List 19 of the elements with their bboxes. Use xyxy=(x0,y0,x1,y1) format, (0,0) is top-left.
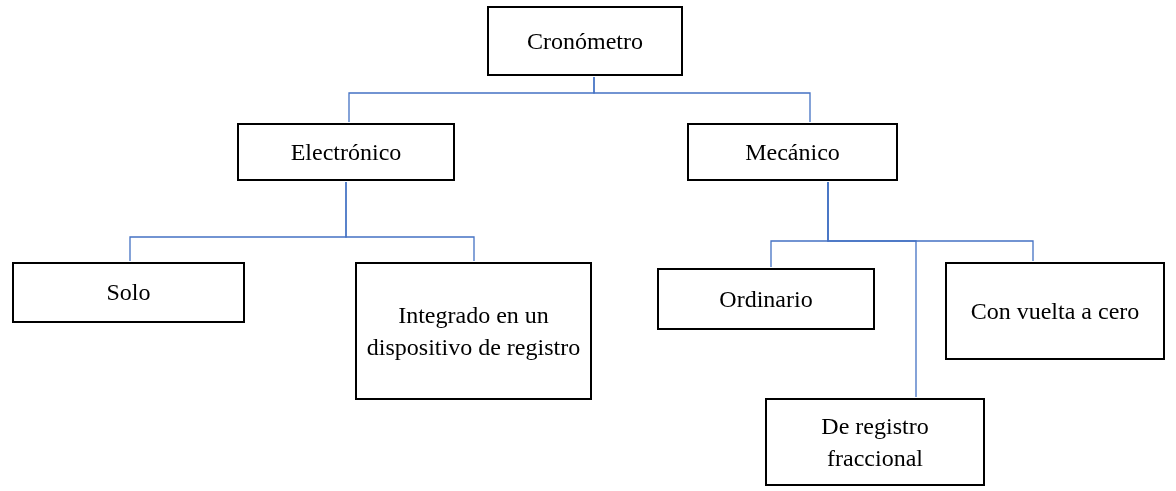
connector-line xyxy=(593,76,811,123)
category-box xyxy=(355,262,592,400)
category-box xyxy=(765,398,985,486)
node-label: Con vuelta a cero xyxy=(969,296,1141,326)
category-box xyxy=(237,123,455,181)
category-box xyxy=(687,123,898,181)
node-label: Integrado en un dispositivo de registro xyxy=(365,300,582,362)
node-label: Electrónico xyxy=(289,137,403,167)
category-box xyxy=(945,262,1165,360)
node-label: Mecánico xyxy=(744,137,841,167)
category-box xyxy=(657,268,875,330)
category-box xyxy=(487,6,683,76)
node-label: Cronómetro xyxy=(526,26,644,56)
connector-line xyxy=(345,181,475,262)
connector-line xyxy=(827,181,1034,262)
node-label: Ordinario xyxy=(718,284,814,314)
node-label: De registro fraccional xyxy=(820,411,930,473)
category-box xyxy=(12,262,245,323)
node-label: Solo xyxy=(105,278,152,308)
